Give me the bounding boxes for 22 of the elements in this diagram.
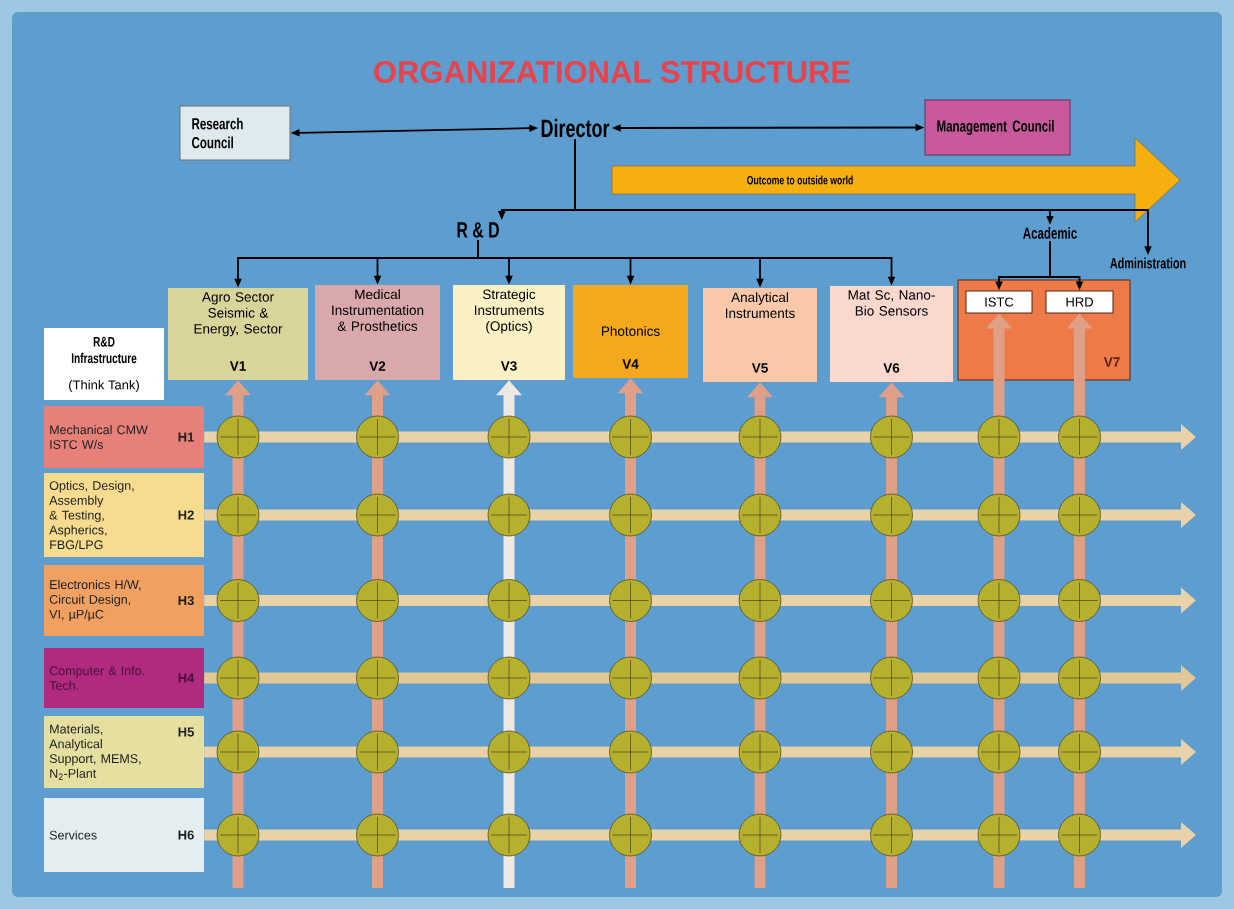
council-box: Management Council: [924, 99, 1071, 156]
sector-box: Mat Sc, Nano-Bio Sensors V6: [830, 286, 953, 382]
sector-box: Medical Instrumentation & Prosthetics V2: [315, 285, 440, 380]
infrastructure-box: Materials, Analytical Support, MEMS, N$_{2}$-Plant H5: [44, 716, 204, 788]
sector-box: Agro Sector Seismic & Energy, Sector V1: [168, 288, 308, 380]
title: ORGANIZATIONAL STRUCTURE: [374, 61, 850, 83]
section-label: Administration: [1110, 257, 1186, 269]
infrastructure-box: Computer & Info. Tech. H4: [44, 648, 204, 708]
infrastructure-box: Mechanical CMW ISTC W/s H1: [44, 406, 204, 468]
director-label: Director: [541, 118, 610, 138]
sector-box: Photonics V4: [573, 285, 688, 378]
infrastructure-box: Services H6: [44, 798, 204, 872]
infrastructure-box: Optics, Design, Assembly & Testing, Aspherics, FBG/LPG H2: [44, 473, 204, 557]
infrastructure-box: Electronics H/W, Circuit Design, VI, µP/µC H3: [44, 565, 204, 636]
sector-box: Analytical Instruments V5: [703, 288, 817, 382]
council-box: Research Council: [179, 105, 291, 161]
unit-box: ISTC: [965, 290, 1033, 314]
section-label: R & D: [457, 222, 499, 238]
unit-box: HRD: [1045, 290, 1114, 314]
infrastructure-box: R&D Infrastructure (Think Tank): [44, 328, 164, 400]
section-label: Academic: [1023, 227, 1077, 239]
sector-box: Strategic Instruments (Optics) V3: [453, 285, 565, 380]
